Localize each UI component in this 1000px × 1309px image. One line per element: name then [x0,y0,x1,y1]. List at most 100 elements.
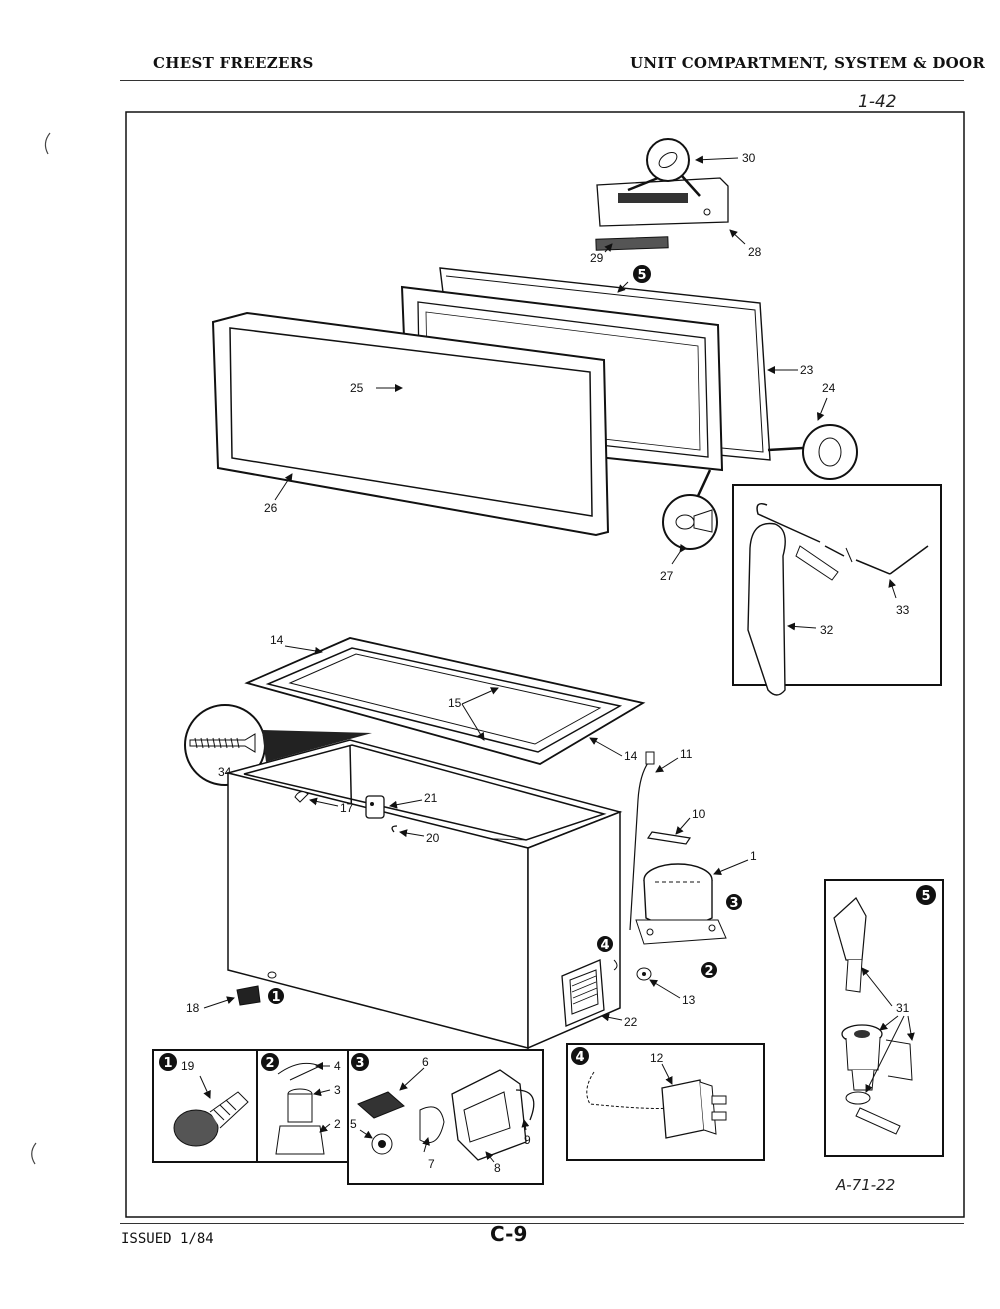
svg-text:21: 21 [424,791,438,805]
svg-text:25: 25 [350,381,364,395]
svg-text:11: 11 [680,747,693,761]
callout-7: 7 [422,1137,435,1171]
compressor [635,863,727,945]
door-gasket [211,311,610,537]
detail-box-4 [566,1043,765,1161]
callout-6: 6 [399,1055,429,1091]
svg-text:14: 14 [624,749,638,763]
callout-19: 19 [181,1059,211,1099]
callout-26: 26 [264,473,293,515]
callout-30: 30 [695,151,756,165]
callout-32: 32 [787,622,834,637]
header-rule [120,80,964,81]
callout-18: 18 [186,996,235,1015]
callout-20: 20 [399,829,440,845]
svg-text:14: 14 [270,633,284,647]
svg-text:6: 6 [422,1055,429,1069]
callout-13: 13 [649,979,696,1007]
callout-14-top: 14 [270,633,323,655]
svg-text:2: 2 [265,1056,274,1071]
callout-17: 17 [309,797,354,815]
marker-4-compressor: 4 [597,936,618,971]
callout-28: 28 [729,229,762,259]
callout-33: 33 [888,579,910,617]
header-right-title: UNIT COMPARTMENT, SYSTEM & DOOR [630,54,986,72]
margin-mark [31,1142,37,1165]
callout-24: 24 [767,381,858,480]
detail-box-5 [824,879,944,1157]
callout-4: 4 [315,1059,341,1073]
svg-text:29: 29 [590,251,604,265]
svg-text:12: 12 [650,1051,664,1065]
svg-text:5: 5 [637,268,646,283]
callout-23: 23 [767,363,814,377]
svg-text:3: 3 [729,896,738,911]
callout-5-door: 5 [617,265,651,293]
svg-text:1: 1 [271,990,280,1005]
callout-1: 1 [713,849,757,876]
callout-22: 22 [601,1013,638,1029]
page-code: C-9 [490,1222,528,1246]
callout-3: 3 [313,1083,341,1097]
header-left-title: CHEST FREEZERS [153,54,314,72]
callout-15: 15 [448,687,499,741]
svg-text:31: 31 [896,1001,910,1015]
svg-text:26: 26 [264,501,278,515]
callout-21: 21 [389,791,438,809]
marker-2-compressor: 2 [701,962,717,979]
power-cord [629,751,655,931]
svg-text:9: 9 [524,1133,531,1147]
callout-5: 5 [350,1117,373,1139]
svg-text:24: 24 [822,381,836,395]
svg-text:32: 32 [820,623,834,637]
detail-1-contents: 1 [159,1053,249,1147]
svg-text:7: 7 [428,1157,435,1171]
drain-plug-parts: 1 [236,971,284,1006]
svg-text:4: 4 [334,1059,341,1073]
callout-31: 31 [861,967,915,1093]
detail-5-contents: 5 [833,885,936,1135]
svg-text:3: 3 [355,1056,364,1071]
svg-text:33: 33 [896,603,910,617]
svg-text:23: 23 [800,363,814,377]
callout-25: 25 [350,381,403,395]
svg-text:17: 17 [340,801,354,815]
svg-text:19: 19 [181,1059,195,1073]
svg-text:3: 3 [334,1083,341,1097]
svg-text:20: 20 [426,831,440,845]
callout-2: 2 [319,1117,341,1133]
detail-4-contents: 4 [571,1047,727,1139]
detail-2-contents: 2 [261,1053,325,1155]
svg-text:5: 5 [350,1117,357,1131]
callout-11: 11 [655,747,693,773]
callout-10: 10 [675,807,706,835]
screw-detail: 34 [184,704,372,786]
svg-text:2: 2 [704,964,713,979]
svg-text:1: 1 [750,849,757,863]
svg-text:30: 30 [742,151,756,165]
grommet-13 [636,967,652,981]
freezer-cabinet [225,739,623,1050]
callout-27: 27 [660,469,718,583]
detail-box-3 [347,1049,544,1185]
svg-text:28: 28 [748,245,762,259]
svg-text:27: 27 [660,569,674,583]
svg-text:22: 22 [624,1015,638,1029]
svg-text:4: 4 [575,1050,584,1065]
detail-3-contents: 3 [351,1053,535,1161]
svg-text:13: 13 [682,993,696,1007]
callout-9: 9 [521,1119,531,1147]
diagram-reference-code: A-71-22 [836,1176,896,1194]
svg-text:10: 10 [692,807,706,821]
svg-text:1: 1 [163,1056,172,1071]
svg-text:2: 2 [334,1117,341,1131]
hinge-detail-box [732,484,942,686]
footer-rule [120,1223,964,1224]
callout-29: 29 [590,243,613,265]
svg-text:8: 8 [494,1161,501,1175]
issued-date: ISSUED 1/84 [121,1231,214,1247]
svg-text:4: 4 [600,938,609,953]
condenser-tube [646,831,692,845]
grille-22 [561,959,605,1027]
